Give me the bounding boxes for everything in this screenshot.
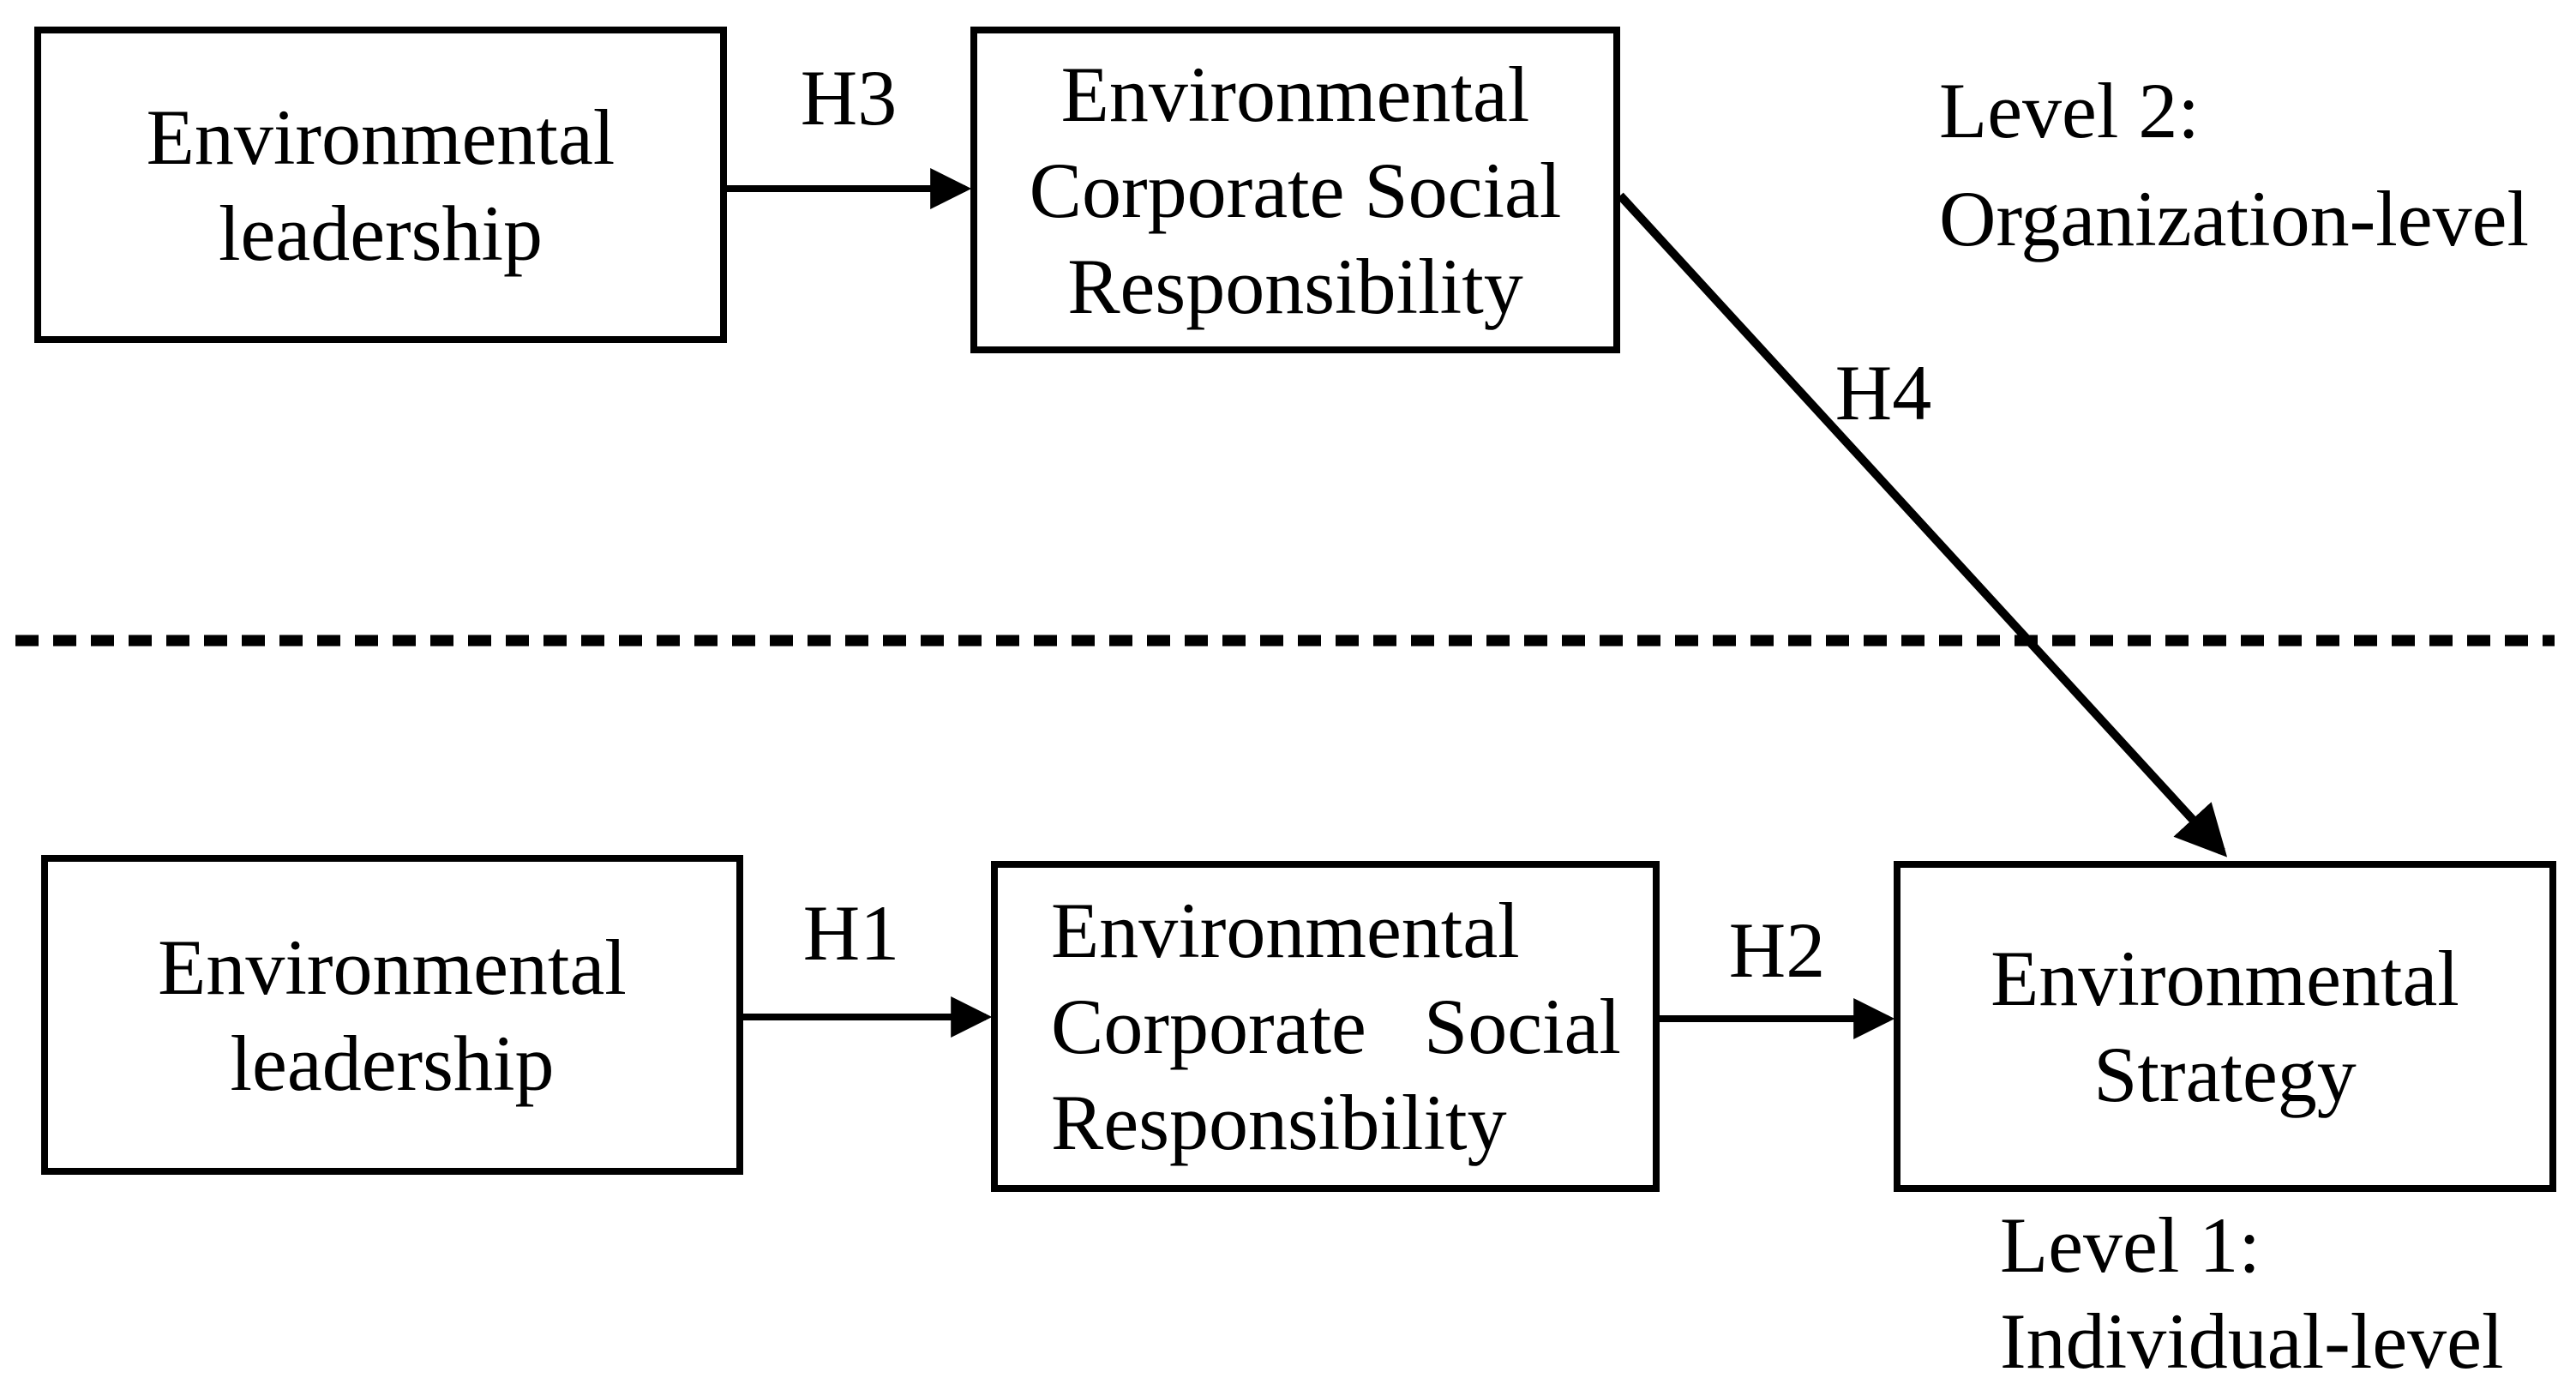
hypothesis-label-h1: H1 <box>802 889 900 977</box>
box-text-line: Environmental <box>146 93 615 181</box>
level1-annotation-line: Individual-level <box>2000 1297 2504 1385</box>
box-text-line: Corporate Social <box>1051 983 1621 1070</box>
box-text-line: leadership <box>230 1019 555 1107</box>
box-text-line: Environmental <box>158 923 627 1011</box>
level2-annotation-line: Level 2: <box>1939 67 2200 154</box>
box-text-line: Responsibility <box>1067 242 1523 330</box>
box-environmental-csr-individual-level: Environmental Corporate Social Responsib… <box>991 861 1660 1192</box>
hypothesis-label-h3: H3 <box>800 54 898 141</box>
box-environmental-csr-org-level: Environmental Corporate Social Responsib… <box>970 27 1620 353</box>
box-text-line: Strategy <box>2093 1031 2357 1118</box>
box-text-line: Responsibility <box>1051 1079 1507 1166</box>
level2-annotation: Level 2: Organization-level <box>1939 57 2529 273</box>
box-text-line: Corporate Social <box>1029 146 1562 234</box>
level1-annotation-line: Level 1: <box>2000 1201 2261 1289</box>
hypothesis-label-h2: H2 <box>1728 906 1826 994</box>
box-environmental-leadership-individual-level: Environmental leadership <box>41 855 743 1175</box>
box-text-line: Environmental <box>1060 50 1530 138</box>
level1-annotation: Level 1: Individual-level <box>2000 1197 2504 1389</box>
box-environmental-leadership-org-level: Environmental leadership <box>34 27 727 343</box>
box-text-line: Environmental <box>1051 887 1520 974</box>
hypothesis-label-h4: H4 <box>1834 349 1932 436</box>
box-text-line: leadership <box>218 189 543 277</box>
box-environmental-strategy: Environmental Strategy <box>1894 861 2556 1192</box>
arrow-h4-diagonal-icon <box>1617 192 2228 857</box>
level2-annotation-line: Organization-level <box>1939 175 2530 262</box>
box-text-line: Environmental <box>1991 935 2459 1022</box>
